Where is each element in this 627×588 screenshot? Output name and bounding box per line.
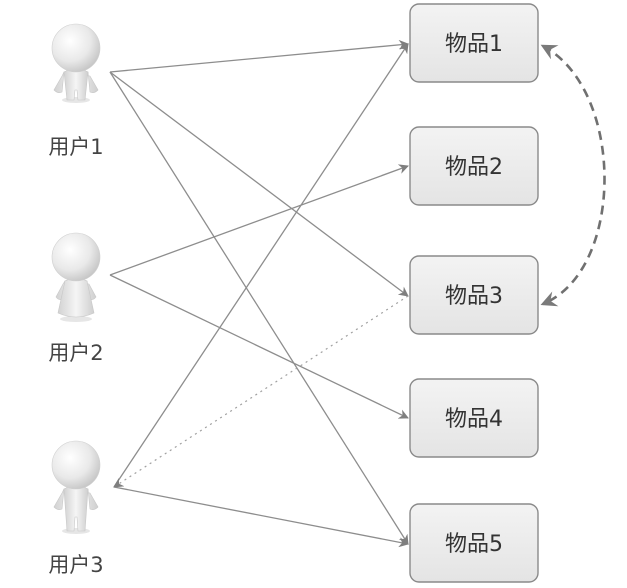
item-node: 物品3 — [409, 255, 539, 335]
item-label: 物品2 — [445, 155, 503, 180]
user-node: 用户2 — [48, 232, 104, 365]
item-label: 物品4 — [445, 407, 503, 432]
edge-layer — [109, 39, 409, 548]
item-label: 物品5 — [445, 532, 503, 557]
user-figure-icon — [51, 23, 101, 103]
edge-u2-i4 — [109, 274, 409, 419]
edge-u3-i1 — [113, 43, 409, 488]
item-node: 物品5 — [409, 503, 539, 583]
item-node: 物品4 — [409, 378, 539, 458]
edge-u1-i3 — [109, 71, 409, 297]
item-node: 物品2 — [409, 126, 539, 206]
edge-i3-u3 — [113, 295, 409, 488]
user-label: 用户1 — [48, 135, 103, 159]
item-label: 物品1 — [445, 32, 503, 57]
edge-u1-i1 — [109, 39, 409, 73]
user-figure-icon — [51, 232, 101, 322]
similarity-link-dashed — [540, 44, 606, 307]
user-label: 用户3 — [48, 553, 103, 577]
edge-u3-i5 — [113, 486, 409, 548]
user-node: 用户3 — [48, 440, 104, 577]
user-label: 用户2 — [48, 341, 103, 365]
item-label: 物品3 — [445, 284, 503, 309]
edge-u2-i2 — [109, 164, 409, 276]
user-figure-icon — [51, 440, 101, 534]
item-node: 物品1 — [409, 3, 539, 83]
user-node: 用户1 — [48, 23, 104, 159]
edge-u1-i5 — [109, 71, 409, 545]
